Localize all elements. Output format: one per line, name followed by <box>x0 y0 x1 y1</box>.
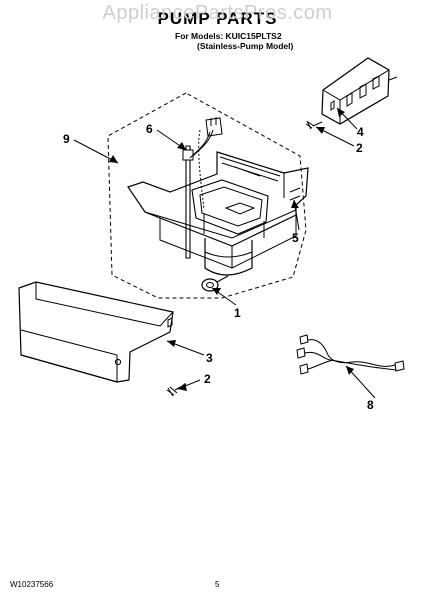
reservoir-basin <box>191 179 269 238</box>
callout-4: 4 <box>357 125 364 139</box>
callout-2-cover-screw: 2 <box>204 372 211 386</box>
float-switch-with-wire <box>182 117 223 259</box>
document-code: W10237566 <box>10 580 54 589</box>
page-number: 5 <box>215 580 220 589</box>
bracket-screw <box>305 120 323 130</box>
callout-labels: 9 6 4 2 5 1 3 2 8 <box>63 122 374 412</box>
callout-3: 3 <box>206 351 213 365</box>
wire-harness <box>296 334 405 375</box>
mounting-bracket <box>321 57 398 125</box>
front-cover-panel <box>18 281 174 383</box>
leader-arrowheads <box>109 108 354 391</box>
page-title: PUMP PARTS <box>157 9 278 28</box>
pump-housing <box>127 151 309 269</box>
callout-6: 6 <box>146 122 153 136</box>
model-subtitle: (Stainless-Pump Model) <box>197 41 294 51</box>
callout-5: 5 <box>292 231 299 245</box>
callout-1: 1 <box>234 306 241 320</box>
model-line: For Models: KUIC15PLTS2 <box>175 31 282 41</box>
callout-8: 8 <box>367 398 374 412</box>
callout-2-bracket-screw: 2 <box>356 141 363 155</box>
leader-lines <box>73 107 376 399</box>
model-info: For Models: KUIC15PLTS2 (Stainless-Pump … <box>175 31 293 51</box>
callout-9: 9 <box>63 132 70 146</box>
assembly-boundary-dashed <box>107 92 307 299</box>
pump-motor <box>201 238 253 292</box>
